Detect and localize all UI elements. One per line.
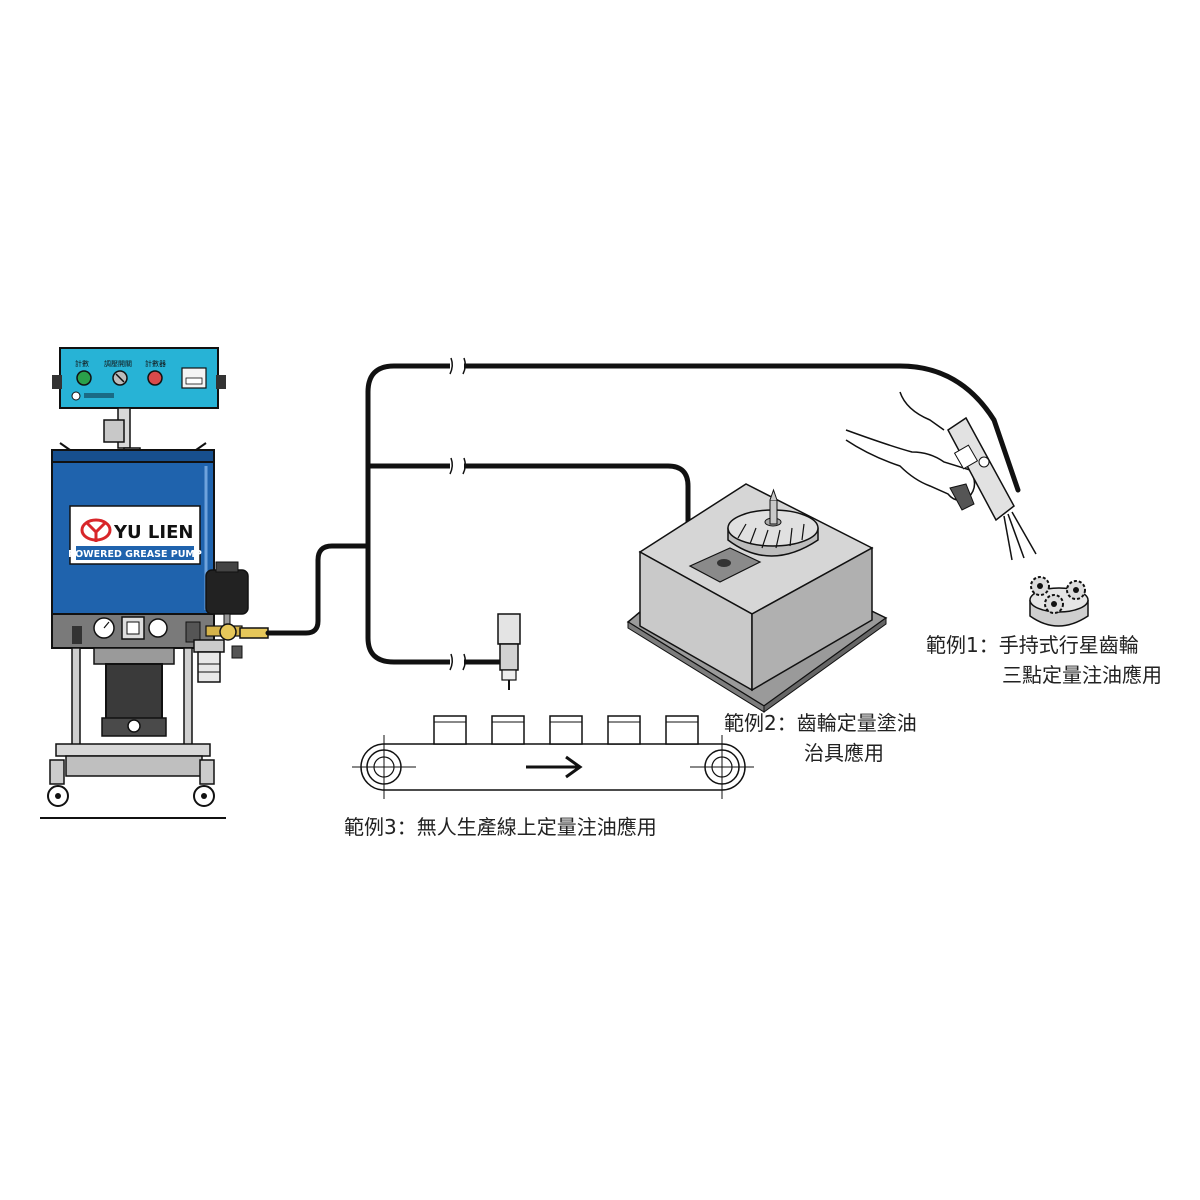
example-2-line-1: 範例2：齒輪定量塗油 <box>724 711 917 735</box>
product-name: POWERED GREASE PUMP <box>68 549 202 560</box>
helical-gear <box>727 488 819 557</box>
workpiece <box>665 715 699 745</box>
panel-label-3: 計數器 <box>145 359 166 368</box>
control-panel: 計數 調壓開關 計數器 <box>52 347 226 409</box>
example-2-caption: 範例2：齒輪定量塗油 治具應用 <box>724 708 917 768</box>
example-3-caption: 範例3：無人生產線上定量注油應用 <box>344 812 657 842</box>
pump-cart <box>40 647 226 819</box>
grease-pump: 計數 調壓開關 計數器 YU LIEN <box>40 347 269 819</box>
accumulator <box>205 561 249 629</box>
workpiece <box>433 715 467 745</box>
handheld-dispense-gun <box>845 391 1037 561</box>
workpiece <box>607 715 641 745</box>
air-filter-regulator <box>193 639 225 683</box>
red-indicator-lamp <box>147 370 163 386</box>
panel-label-1: 計數 <box>75 359 89 368</box>
conveyor-belt <box>352 715 754 799</box>
direction-arrow-icon <box>526 755 583 779</box>
pump-cylinder <box>105 663 163 725</box>
panel-label-2: 調壓開關 <box>104 359 132 368</box>
workpiece <box>491 715 525 745</box>
hose-to-conveyor <box>365 389 503 665</box>
dispense-valve <box>497 613 521 690</box>
trunk-hose <box>365 363 1021 493</box>
green-indicator-lamp <box>76 370 92 386</box>
gear-fixture <box>626 483 888 713</box>
planetary-gear-set <box>1029 576 1089 627</box>
example-1-line-1: 範例1：手持式行星齒輪 <box>926 633 1139 657</box>
workpiece <box>549 715 583 745</box>
brand-name: YU LIEN <box>113 522 193 543</box>
grease-hoses <box>265 363 1021 665</box>
hose-break-marks <box>449 356 467 672</box>
example-1-line-2: 三點定量注油應用 <box>1002 663 1162 687</box>
example-3-line-1: 範例3：無人生產線上定量注油應用 <box>344 815 657 839</box>
main-hose <box>265 543 371 636</box>
example-1-caption: 範例1：手持式行星齒輪 三點定量注油應用 <box>926 630 1162 690</box>
hose-to-fixture <box>365 463 691 527</box>
example-2-line-2: 治具應用 <box>804 741 884 765</box>
yu-lien-logo <box>80 518 112 542</box>
